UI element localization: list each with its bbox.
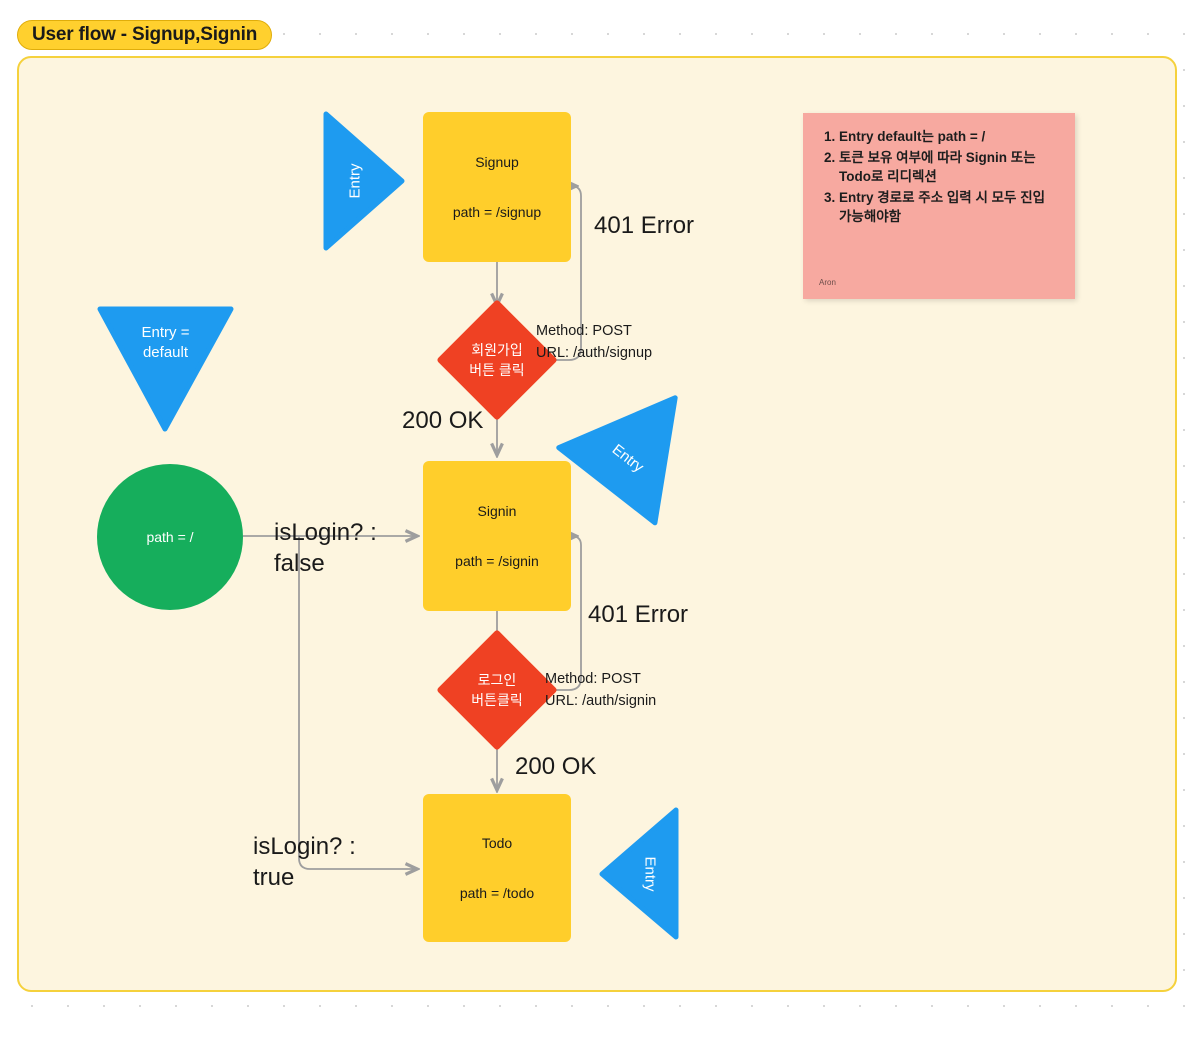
label-signup-401: 401 Error: [594, 212, 695, 239]
label-signin-200: 200 OK: [515, 753, 597, 780]
triangle-left-icon: [599, 807, 679, 940]
label-signin-api: Method: POST URL: /auth/signin: [545, 671, 657, 710]
node-signin[interactable]: Signin path = /signin: [423, 461, 571, 611]
node-signin-action[interactable]: 로그인 버튼클릭: [436, 629, 558, 751]
node-root-path-label: path = /: [146, 529, 194, 545]
label-signup-200: 200 OK: [402, 407, 484, 434]
frame-title[interactable]: User flow - Signup,Signin: [17, 20, 273, 50]
node-entry-todo-label: Entry: [641, 855, 659, 892]
label-islogin-true: isLogin? : true: [253, 833, 356, 891]
sticky-note[interactable]: Entry default는 path = / 토큰 보유 여부에 따라 Sig…: [803, 113, 1075, 299]
triangle-icon: [556, 395, 678, 526]
node-entry-signin[interactable]: Entry: [555, 356, 728, 527]
node-signup[interactable]: Signup path = /signup: [423, 112, 571, 262]
sticky-note-item: Entry default는 path = /: [839, 127, 1061, 147]
label-signin-401: 401 Error: [588, 601, 689, 628]
triangle-down-icon: [97, 306, 234, 432]
label-islogin-false: isLogin? : false: [274, 519, 377, 577]
node-entry-signup-label: Entry: [346, 163, 364, 199]
node-todo-title: Todo: [481, 835, 513, 851]
node-signin-title: Signin: [477, 503, 517, 519]
node-signup-title: Signup: [475, 154, 519, 170]
sticky-note-list: Entry default는 path = / 토큰 보유 여부에 따라 Sig…: [817, 127, 1061, 227]
node-signin-action-label: 로그인 버튼클릭: [471, 671, 523, 708]
node-signin-path: path = /signin: [455, 553, 539, 569]
node-entry-signup[interactable]: Entry: [323, 111, 405, 251]
node-entry-default-label: Entry = default: [141, 323, 190, 361]
node-todo[interactable]: Todo path = /todo: [423, 794, 571, 942]
sticky-note-item: Entry 경로로 주소 입력 시 모두 진입 가능해야함: [839, 188, 1061, 227]
node-root-path[interactable]: path = /: [97, 464, 243, 610]
node-entry-todo[interactable]: Entry: [599, 807, 679, 940]
label-signup-api: Method: POST URL: /auth/signup: [536, 323, 653, 362]
sticky-note-author: Aron: [819, 278, 836, 287]
node-todo-path: path = /todo: [459, 885, 535, 901]
node-entry-default[interactable]: Entry = default: [97, 306, 234, 432]
node-signup-action[interactable]: 회원가입 버튼 클릭: [436, 299, 558, 421]
node-signup-path: path = /signup: [452, 204, 542, 220]
node-signup-action-label: 회원가입 버튼 클릭: [469, 341, 525, 378]
sticky-note-item: 토큰 보유 여부에 따라 Signin 또는 Todo로 리디렉션: [839, 148, 1061, 187]
triangle-right-icon: [323, 111, 405, 251]
